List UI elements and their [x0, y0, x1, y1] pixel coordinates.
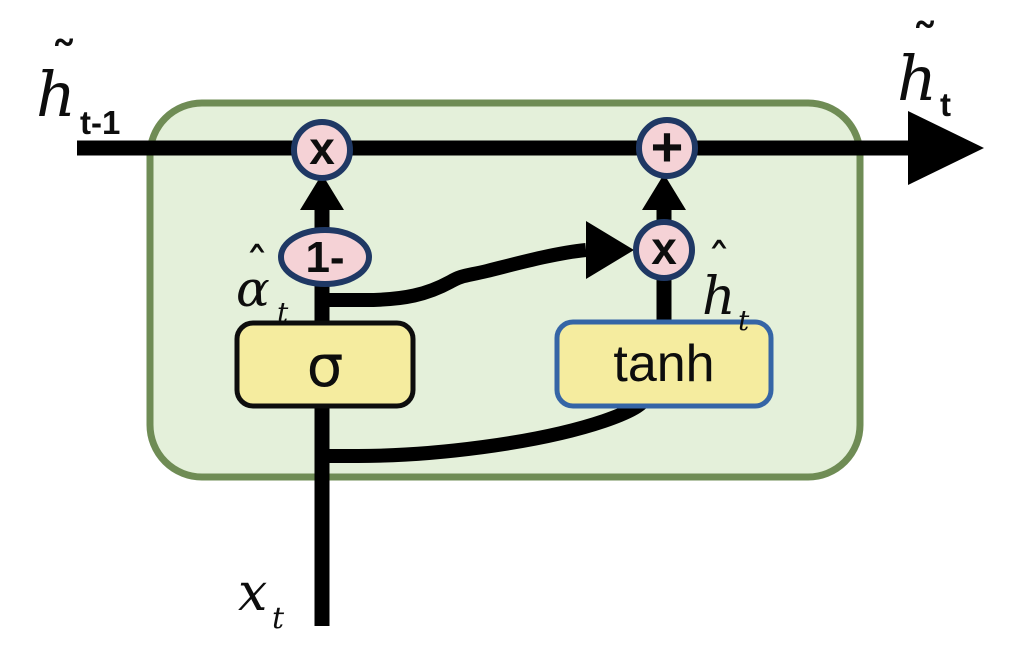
one-minus-arrowhead-icon [300, 174, 344, 210]
hidden-state-arrowhead-icon [908, 111, 984, 185]
candidate-hidden-hat-accent: ˆ [707, 234, 731, 290]
input-base: x [238, 563, 267, 623]
candidate-multiply-label: x [651, 222, 677, 274]
tanh-label: tanh [613, 335, 714, 393]
prev-hidden-base: h [36, 58, 76, 131]
prev-hidden-subscript: t-1 [80, 104, 120, 141]
gate-curve-arrowhead-icon [586, 221, 634, 279]
sigma-label: σ [307, 332, 344, 400]
gate-activation-label: α ˆ t [236, 238, 289, 329]
input-subscript: t [272, 601, 285, 636]
multiply-to-add-arrowhead-icon [642, 174, 686, 210]
tanh-box [554, 319, 774, 409]
add-label: + [651, 115, 684, 178]
output-hidden-state-label: h ˜ t [897, 13, 951, 123]
sigma-box [234, 320, 416, 409]
candidate-hidden-subscript: t [738, 304, 750, 337]
gate-activation-subscript: t [277, 296, 289, 329]
prev-hidden-tilde-accent: ˜ [50, 31, 78, 96]
gate-activation-hat-accent: ˆ [245, 238, 269, 294]
input-label: x t [238, 563, 285, 636]
one-minus-node [278, 227, 372, 287]
forget-multiply-label: x [309, 122, 335, 174]
output-hidden-subscript: t [940, 86, 951, 123]
output-hidden-base: h [897, 42, 937, 115]
candidate-hidden-label: h ˆ t [702, 234, 750, 337]
prev-hidden-state-label: h ˜ t-1 [36, 31, 120, 141]
gate-to-multiply-curve [322, 243, 587, 307]
output-hidden-tilde-accent: ˜ [911, 13, 939, 78]
candidate-multiply-node [633, 219, 695, 281]
candidate-hidden-base: h [702, 267, 736, 327]
one-minus-label: 1- [305, 233, 344, 282]
forget-multiply-node [291, 119, 353, 181]
gate-activation-base: α [236, 260, 270, 318]
add-node [636, 117, 698, 179]
